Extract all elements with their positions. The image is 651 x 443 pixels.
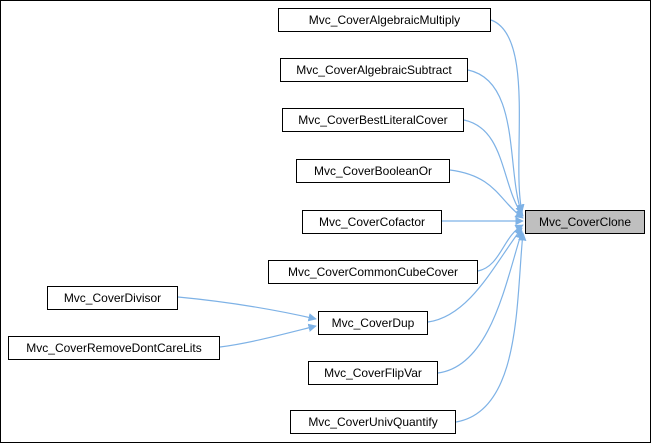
node-mvc-coverflipvar[interactable]: Mvc_CoverFlipVar [308,361,438,385]
edge-commoncubecover-to-clone [477,224,524,272]
edge-bestliteralcover-to-clone [463,119,524,217]
node-mvc-coverremovedontcarelits[interactable]: Mvc_CoverRemoveDontCareLits [8,336,220,360]
node-mvc-coverbooleanor[interactable]: Mvc_CoverBooleanOr [296,159,450,183]
edge-removedontcarelits-to-dup [219,323,317,348]
node-mvc-coverclone-target: Mvc_CoverClone [525,210,645,234]
edge-flipvar-to-clone [437,230,524,374]
node-mvc-coverdivisor[interactable]: Mvc_CoverDivisor [47,286,178,310]
node-mvc-covercofactor[interactable]: Mvc_CoverCofactor [302,210,442,234]
edge-divisor-to-dup [177,296,317,322]
node-mvc-coverunivquantify[interactable]: Mvc_CoverUnivQuantify [290,410,456,434]
node-mvc-coverbestliteralcover[interactable]: Mvc_CoverBestLiteralCover [282,108,464,132]
edge-algebraicsubtract-to-clone [467,69,524,215]
edge-booleanor-to-clone [449,169,524,219]
node-mvc-covercommoncubecover[interactable]: Mvc_CoverCommonCubeCover [268,260,478,284]
node-mvc-coveralgebraicmultiply[interactable]: Mvc_CoverAlgebraicMultiply [278,8,491,32]
node-mvc-coveralgebraicsubtract[interactable]: Mvc_CoverAlgebraicSubtract [280,58,468,82]
edge-algebraicmultiply-to-clone [490,19,525,213]
node-mvc-coverdup[interactable]: Mvc_CoverDup [318,311,428,335]
